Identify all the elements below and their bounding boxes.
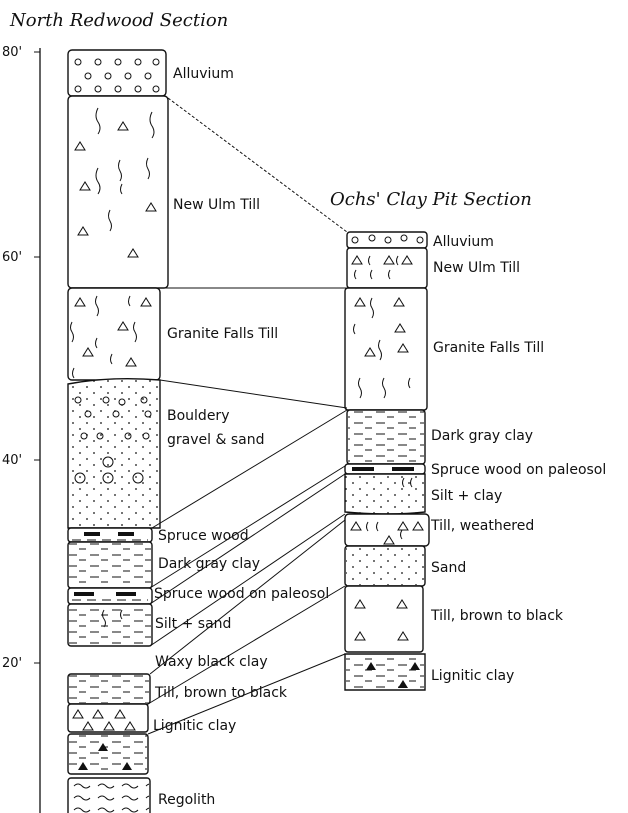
right-labels: Alluvium New Ulm Till Granite Falls Till… (430, 234, 606, 684)
left-label-granite-falls-till: Granite Falls Till (167, 326, 278, 342)
left-label-silt-sand: Silt + sand (155, 616, 231, 632)
left-label-regolith: Regolith (158, 792, 215, 808)
right-layer-silt-clay (345, 474, 425, 514)
left-label-bouldery: Bouldery (167, 408, 229, 424)
right-layer-new-ulm-till (347, 248, 427, 288)
left-section-title: North Redwood Section (9, 10, 228, 31)
left-layer-spruce-wood-on-paleosol (68, 588, 152, 604)
right-layer-sand (345, 546, 425, 586)
right-label-new-ulm-till: New Ulm Till (433, 260, 520, 276)
left-label-till-brown-to-black: Till, brown to black (154, 685, 288, 701)
left-column (68, 50, 168, 813)
right-layer-spruce-wood-on-paleosol (345, 464, 425, 474)
axis-tick-label: 20' (2, 656, 22, 671)
left-layer-dark-gray-clay (68, 542, 152, 588)
right-layer-till-brown-to-black (345, 586, 423, 652)
left-layer-granite-falls-till (68, 288, 160, 380)
right-layer-alluvium (347, 232, 427, 248)
left-layer-alluvium (68, 50, 166, 96)
left-label-spruce-wood-on-paleosol: Spruce wood on paleosol (154, 586, 329, 602)
axis-tick-label: 80' (2, 45, 22, 60)
right-label-sand: Sand (431, 560, 466, 576)
left-layer-waxy-black-clay (68, 674, 150, 704)
right-label-alluvium: Alluvium (433, 234, 494, 250)
right-label-granite-falls-till: Granite Falls Till (433, 340, 544, 356)
depth-axis: 80' 60' 40' 20' (2, 45, 40, 813)
left-label-lignitic-clay: Lignitic clay (153, 718, 236, 734)
left-label-alluvium: Alluvium (173, 66, 234, 82)
left-layer-new-ulm-till (68, 96, 168, 288)
right-label-spruce-wood-on-paleosol: Spruce wood on paleosol (431, 462, 606, 478)
left-layer-bouldery-gravel-sand (68, 379, 160, 528)
right-label-till-brown-to-black: Till, brown to black (430, 608, 564, 624)
right-section-title: Ochs' Clay Pit Section (330, 189, 532, 210)
right-layer-lignitic-clay (345, 654, 425, 690)
right-layer-till-weathered (345, 514, 429, 546)
right-label-silt-clay: Silt + clay (431, 488, 502, 504)
left-layer-till-brown-to-black (68, 704, 148, 732)
left-label-spruce-wood: Spruce wood (158, 528, 249, 544)
axis-tick-label: 40' (2, 453, 22, 468)
right-label-till-weathered: Till, weathered (430, 518, 534, 534)
axis-tick-label: 60' (2, 250, 22, 265)
right-layer-dark-gray-clay (347, 410, 425, 464)
right-layer-granite-falls-till (345, 288, 427, 410)
left-layer-regolith (68, 778, 150, 813)
left-layer-silt-sand (68, 604, 152, 646)
right-label-lignitic-clay: Lignitic clay (431, 668, 514, 684)
left-layer-spruce-wood (68, 528, 152, 542)
right-column (345, 232, 429, 690)
right-label-dark-gray-clay: Dark gray clay (431, 428, 533, 444)
left-label-dark-gray-clay: Dark gray clay (158, 556, 260, 572)
left-layer-lignitic-clay (68, 734, 148, 774)
left-label-gravel-sand: gravel & sand (167, 432, 264, 448)
left-label-new-ulm-till: New Ulm Till (173, 197, 260, 213)
left-label-waxy-black-clay: Waxy black clay (155, 654, 268, 670)
